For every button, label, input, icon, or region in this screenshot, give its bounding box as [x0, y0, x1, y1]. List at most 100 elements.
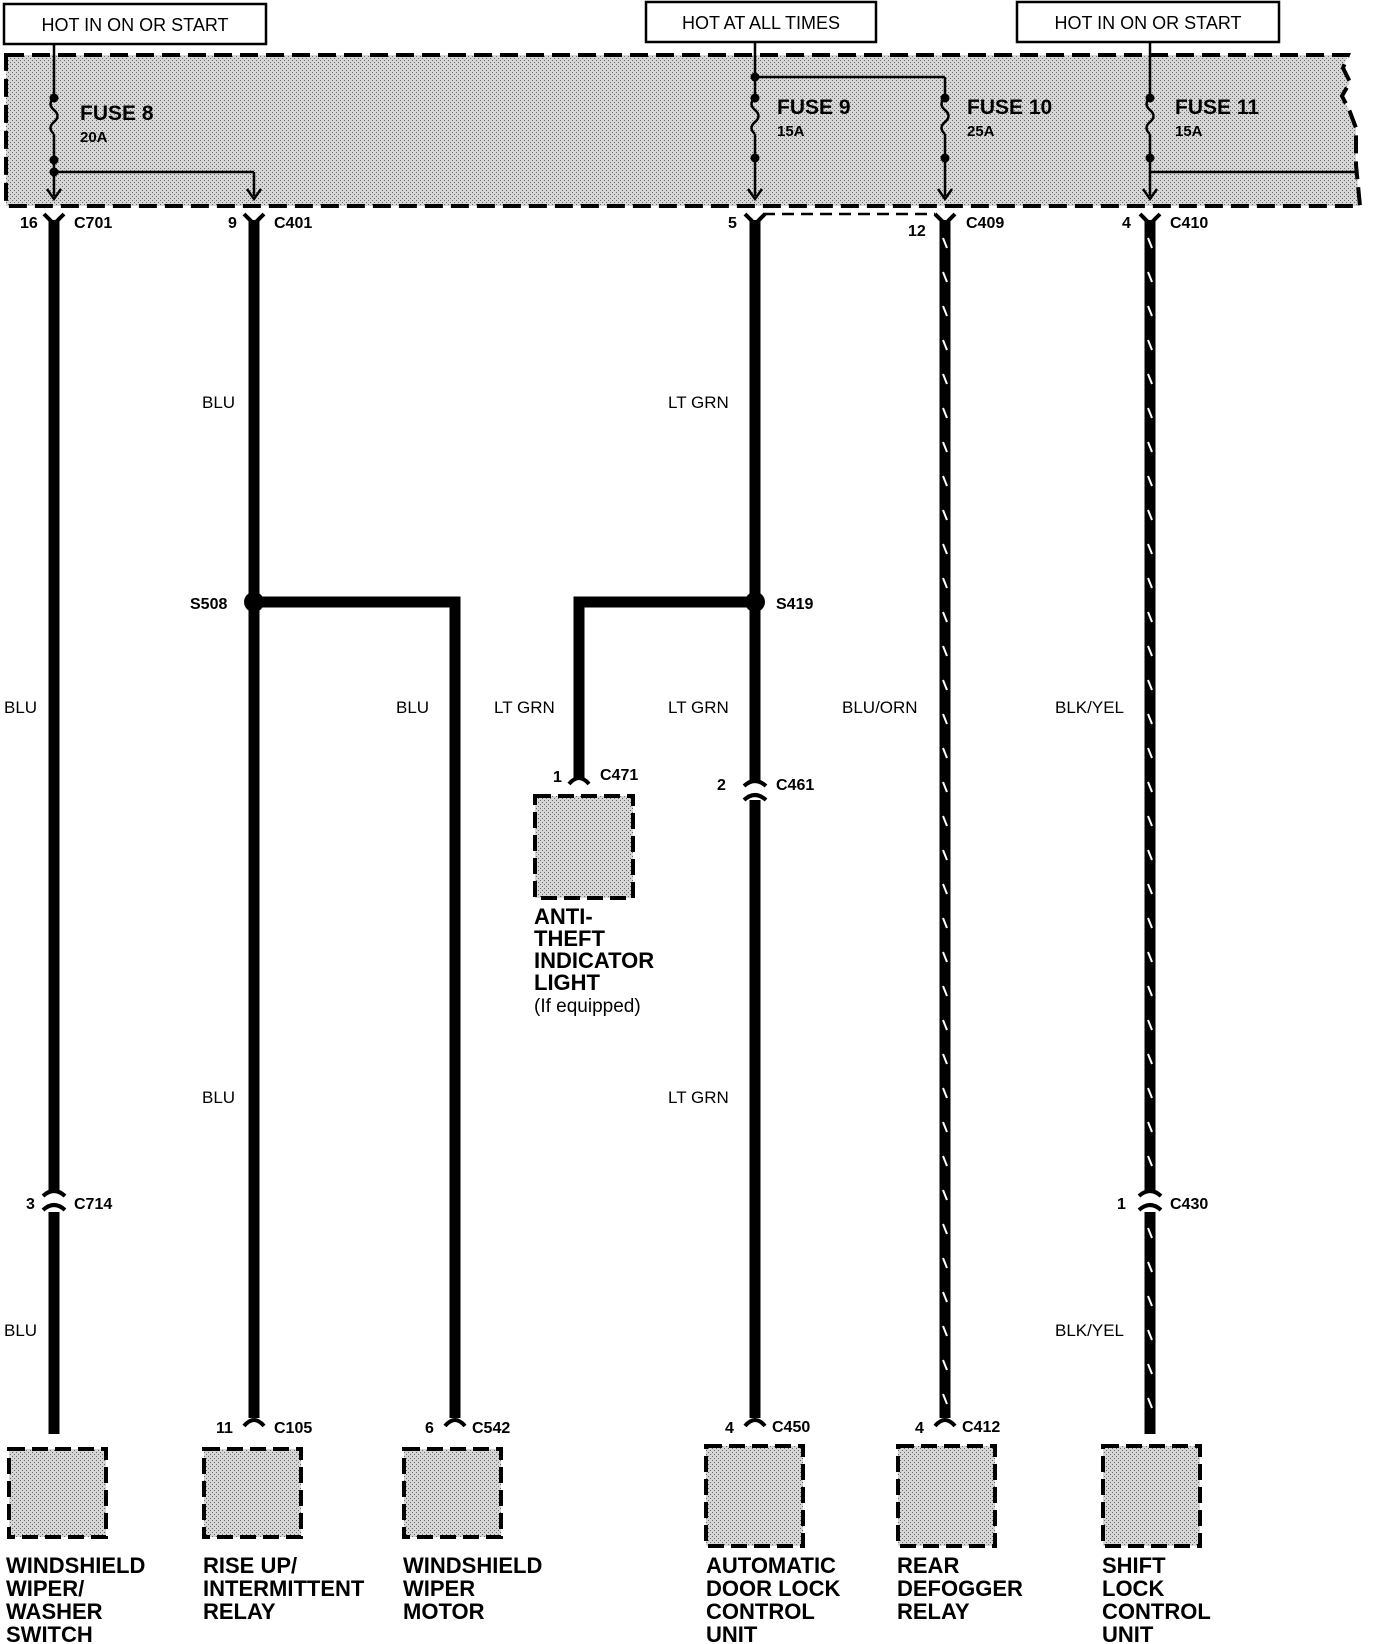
wire-stripe-mark — [942, 1019, 948, 1031]
svg-text:WIPER/: WIPER/ — [6, 1576, 84, 1601]
anti-theft-box — [533, 794, 635, 900]
wire-stripes — [942, 237, 1153, 1409]
wire-stripe-mark — [942, 951, 948, 963]
power-label-right: HOT IN ON OR START — [1015, 0, 1281, 44]
wire-s508-c542 — [254, 596, 461, 1418]
svg-text:THEFT: THEFT — [534, 926, 605, 951]
fuse-box — [4, 53, 1363, 208]
svg-text:RELAY: RELAY — [897, 1599, 970, 1624]
wire-color-w3: BLU — [396, 698, 429, 717]
wire-stripe-mark — [942, 645, 948, 657]
anti-theft-label: ANTI- THEFT INDICATOR LIGHT (If equipped… — [534, 904, 654, 1017]
connector-c450-pin: 4 — [725, 1420, 734, 1437]
svg-text:LIGHT: LIGHT — [534, 970, 601, 995]
svg-text:UNIT: UNIT — [1102, 1622, 1154, 1644]
wire-stripe-mark — [942, 1291, 948, 1303]
wire-stripe-mark — [1147, 1261, 1153, 1273]
connector-c701-id: C701 — [74, 215, 112, 232]
wire-stripe-mark — [942, 917, 948, 929]
svg-text:CONTROL: CONTROL — [706, 1599, 815, 1624]
svg-text:HOT AT ALL TIMES: HOT AT ALL TIMES — [682, 13, 840, 33]
connector-symbols — [41, 212, 1163, 1428]
wire-stripe-mark — [1147, 951, 1153, 963]
wire-stripe-mark — [1147, 339, 1153, 351]
wire-stripe-mark — [942, 747, 948, 759]
connector-c461-id: C461 — [776, 777, 814, 794]
wire-stripe-mark — [1147, 679, 1153, 691]
wire-stripe-mark — [1147, 781, 1153, 793]
wire-stripe-mark — [942, 1359, 948, 1371]
wire-stripe-mark — [1147, 1363, 1153, 1375]
wire-stripe-mark — [1147, 441, 1153, 453]
wire-stripe-mark — [1147, 645, 1153, 657]
connector-c409-top-pin: 5 — [728, 215, 737, 232]
connector-c471-pin: 1 — [553, 769, 562, 786]
fuse-box-nodes — [49, 72, 1155, 177]
wire-stripe-mark — [1147, 611, 1153, 623]
connector-c714-id: C714 — [74, 1196, 112, 1213]
wire-stripe-mark — [942, 713, 948, 725]
fuse-box-arrows — [45, 188, 1159, 202]
defogger-box — [896, 1444, 997, 1548]
wire-stripe-mark — [942, 475, 948, 487]
wire-stripe-mark — [942, 1393, 948, 1405]
fuse-box-internal-wiring — [49, 42, 1356, 216]
wire-color-w1-lower: BLU — [4, 1321, 37, 1340]
power-label-left: HOT IN ON OR START — [2, 2, 268, 46]
svg-text:WIPER: WIPER — [403, 1576, 475, 1601]
connector-c410-pin: 4 — [1122, 215, 1131, 232]
wire-stripe-mark — [942, 1325, 948, 1337]
wire-stripe-mark — [1147, 1053, 1153, 1065]
shift-lock-box — [1101, 1444, 1202, 1548]
wire-stripe-mark — [1147, 1087, 1153, 1099]
connector-c430-id: C430 — [1170, 1196, 1208, 1213]
splice-s419-label: S419 — [776, 596, 813, 613]
door-lock-box — [704, 1444, 805, 1548]
wire-stripe-mark — [942, 611, 948, 623]
wire-stripe-mark — [942, 305, 948, 317]
ws-switch-label: WINDSHIELD WIPER/ WASHER SWITCH — [6, 1553, 145, 1644]
connector-c412-pin: 4 — [915, 1420, 924, 1437]
wire-stripe-mark — [1147, 1329, 1153, 1341]
rise-relay-box — [202, 1447, 303, 1539]
svg-text:INDICATOR: INDICATOR — [534, 948, 654, 973]
wire-stripe-mark — [942, 849, 948, 861]
svg-text:CONTROL: CONTROL — [1102, 1599, 1211, 1624]
wire-color-w5-upper: LT GRN — [668, 393, 729, 412]
shift-lock-label: SHIFT LOCK CONTROL UNIT — [1102, 1553, 1211, 1644]
connector-c105-id: C105 — [274, 1420, 312, 1437]
wire-stripe-mark — [1147, 1295, 1153, 1307]
wire-stripe-mark — [1147, 271, 1153, 283]
svg-text:SHIFT: SHIFT — [1102, 1553, 1166, 1578]
wire-stripe-mark — [942, 985, 948, 997]
door-lock-label: AUTOMATIC DOOR LOCK CONTROL UNIT — [706, 1553, 841, 1644]
svg-text:WINDSHIELD: WINDSHIELD — [6, 1553, 145, 1578]
fuse-8-rating: 20A — [80, 129, 108, 146]
wire-stripe-mark — [942, 1121, 948, 1133]
ws-motor-label: WINDSHIELD WIPER MOTOR — [403, 1553, 542, 1624]
connector-c410-id: C410 — [1170, 215, 1208, 232]
svg-text:RELAY: RELAY — [203, 1599, 276, 1624]
connector-c409-id: C409 — [966, 215, 1004, 232]
svg-text:RISE UP/: RISE UP/ — [203, 1553, 297, 1578]
ws-switch-box — [7, 1447, 108, 1539]
svg-text:REAR: REAR — [897, 1553, 959, 1578]
connector-c461-pin: 2 — [717, 777, 726, 794]
wire-stripe-mark — [942, 543, 948, 555]
splice-s419-dot — [745, 592, 765, 612]
svg-text:HOT IN ON OR START: HOT IN ON OR START — [41, 15, 228, 35]
wire-stripe-mark — [1147, 1019, 1153, 1031]
svg-text:ANTI-: ANTI- — [534, 904, 593, 929]
fuse-10-rating: 25A — [967, 123, 995, 140]
wire-color-w7-lower: BLK/YEL — [1055, 1321, 1124, 1340]
wire-stripe-mark — [1147, 305, 1153, 317]
svg-text:LOCK: LOCK — [1102, 1576, 1164, 1601]
wire-stripe-mark — [942, 373, 948, 385]
svg-text:DEFOGGER: DEFOGGER — [897, 1576, 1023, 1601]
component-boxes — [7, 794, 1202, 1548]
wire-stripe-mark — [1147, 713, 1153, 725]
wire-stripe-mark — [942, 509, 948, 521]
connector-c542-id: C542 — [472, 1420, 510, 1437]
rise-relay-label: RISE UP/ INTERMITTENT RELAY — [203, 1553, 365, 1624]
wire-stripe-mark — [1147, 475, 1153, 487]
